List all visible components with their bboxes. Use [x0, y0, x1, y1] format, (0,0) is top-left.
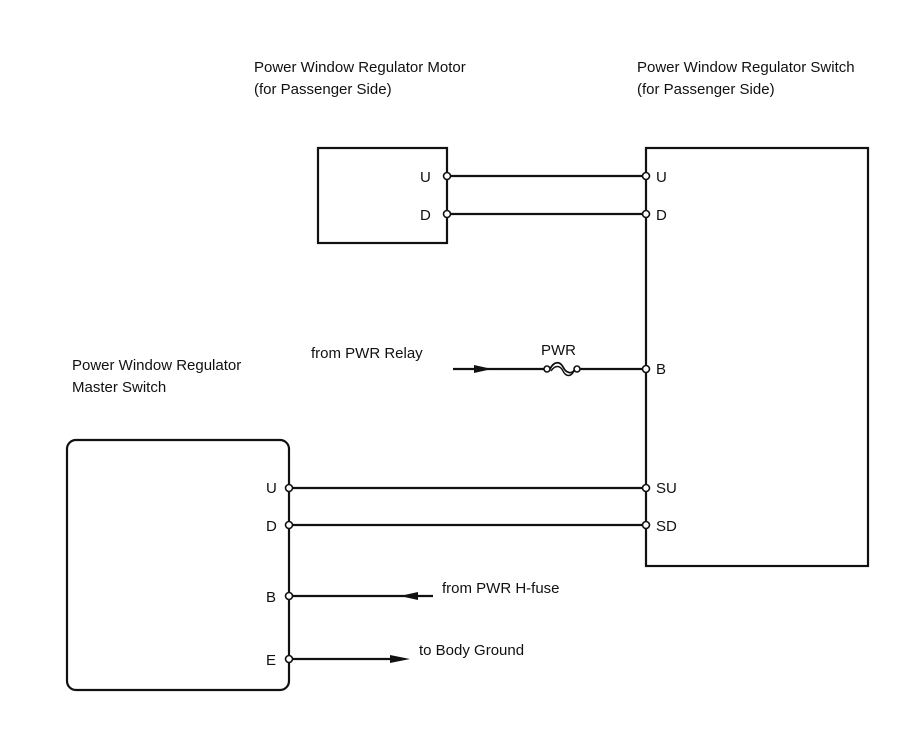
motor-title-line2: (for Passenger Side) — [254, 81, 392, 98]
terminal-switch-d — [641, 209, 651, 219]
passenger-switch-pin-d: D — [656, 207, 667, 224]
terminal-switch-u — [641, 171, 651, 181]
passenger-switch-title-line1: Power Window Regulator Switch — [637, 59, 855, 76]
to-body-ground-label: to Body Ground — [419, 642, 524, 659]
master-switch-box — [65, 438, 291, 692]
motor-title-line1: Power Window Regulator Motor — [254, 59, 466, 76]
passenger-switch-pin-sd: SD — [656, 518, 677, 535]
terminal-switch-su — [641, 483, 651, 493]
arrow-to-ground-icon — [390, 655, 410, 663]
terminal-master-u — [284, 483, 294, 493]
master-switch-pin-e: E — [266, 652, 276, 669]
terminal-motor-u — [442, 171, 452, 181]
master-switch-pin-u: U — [266, 480, 277, 497]
from-pwr-relay-label: from PWR Relay — [311, 345, 423, 362]
passenger-switch-title-line2: (for Passenger Side) — [637, 81, 775, 98]
master-switch-title-line2: Master Switch — [72, 379, 166, 396]
master-switch-pin-b: B — [266, 589, 276, 606]
fuse-label: PWR — [541, 342, 576, 359]
motor-box — [316, 146, 449, 245]
motor-pin-u: U — [420, 169, 431, 186]
from-pwr-hfuse-label: from PWR H-fuse — [442, 580, 560, 597]
fuse-icon — [543, 361, 581, 377]
master-switch-title-line1: Power Window Regulator — [72, 357, 241, 374]
terminals — [284, 171, 651, 664]
terminal-master-e — [284, 654, 294, 664]
passenger-switch-box — [644, 146, 870, 568]
terminal-switch-b — [641, 364, 651, 374]
terminal-motor-d — [442, 209, 452, 219]
passenger-switch-pin-su: SU — [656, 480, 677, 497]
passenger-switch-pin-b: B — [656, 361, 666, 378]
arrow-from-relay-icon — [474, 365, 492, 373]
terminal-master-d — [284, 520, 294, 530]
passenger-switch-pin-u: U — [656, 169, 667, 186]
terminal-master-b — [284, 591, 294, 601]
motor-pin-d: D — [420, 207, 431, 224]
terminal-switch-sd — [641, 520, 651, 530]
master-switch-pin-d: D — [266, 518, 277, 535]
arrow-from-hfuse-icon — [400, 592, 418, 600]
